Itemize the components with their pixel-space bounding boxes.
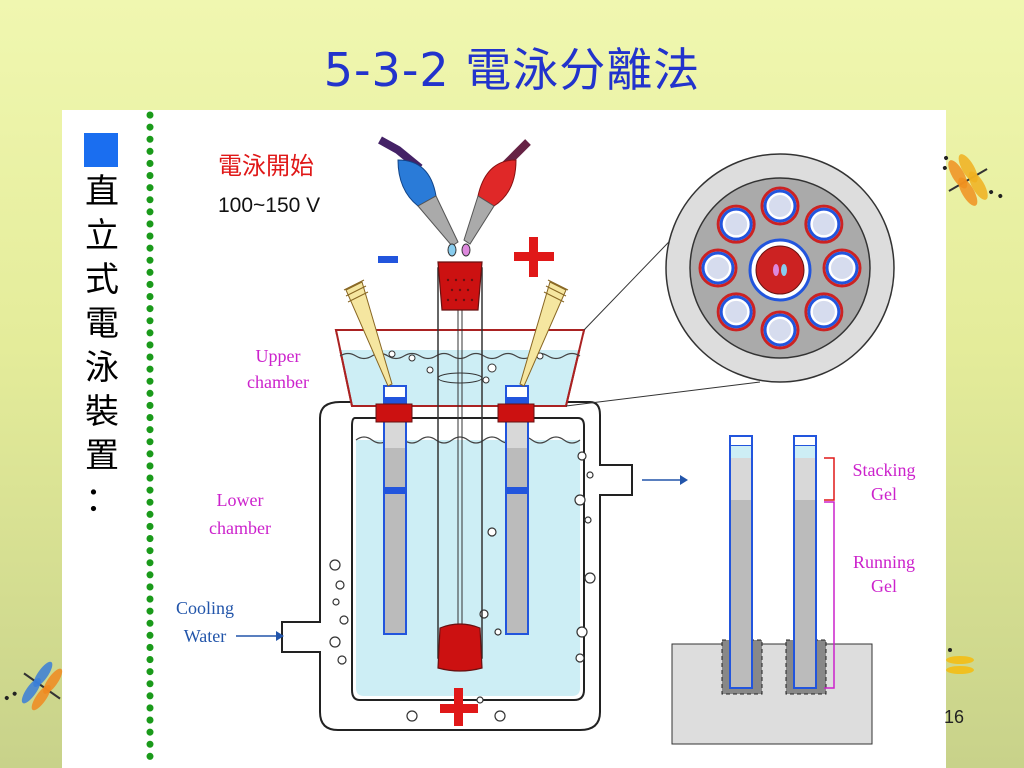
ring-tube-core: [707, 257, 729, 279]
cross-section-view: [665, 153, 895, 383]
ring-tube-inner: [701, 251, 735, 285]
heading-char: ：: [85, 480, 119, 520]
heading-char: 置: [85, 436, 119, 476]
heading-char: 裝: [85, 392, 119, 432]
ring-tube-inner: [719, 207, 753, 241]
ring-tube-inner: [763, 313, 797, 347]
gel-tube-left: [375, 385, 413, 635]
lower-chamber-label-1: Lower: [217, 490, 264, 510]
dragonfly-icon: [946, 648, 974, 674]
ring-tube-core: [725, 300, 748, 323]
heading-char: 立: [85, 216, 119, 256]
vertical-heading: 直 立 式 電 泳 裝 置 ：: [80, 170, 124, 522]
upper-chamber-label-2: chamber: [247, 372, 309, 392]
jacket-inner-wall: [351, 417, 585, 701]
ring-tube-inner: [763, 189, 797, 223]
ring-tube-core: [831, 257, 853, 279]
ring-tube-core: [812, 300, 835, 323]
pipette-right-icon: [519, 279, 569, 387]
top-electrode-cap: [437, 261, 483, 311]
gel-tube-right: [497, 385, 535, 635]
running-gel-label-1: Running: [853, 552, 915, 572]
stacking-gel-label-1: Stacking: [853, 460, 916, 480]
stacking-gel-label-2: Gel: [871, 484, 897, 504]
plus-sign-icon: [514, 237, 554, 277]
cooling-water-label-2: Water: [184, 626, 227, 646]
heading-char: 式: [85, 260, 119, 300]
ring-tube-core: [812, 213, 835, 236]
pipette-left-icon: [343, 279, 393, 387]
positive-lead-icon: [461, 139, 531, 257]
dragonfly-icon: [4, 661, 63, 711]
ring-tube-inner: [719, 295, 753, 329]
bullet-square: [84, 133, 118, 167]
ring-tube-core: [769, 195, 791, 217]
start-label: 電泳開始: [218, 152, 314, 180]
heading-char: 泳: [85, 348, 119, 388]
ring-tube-inner: [807, 295, 841, 329]
gel-detail-view: [671, 435, 873, 745]
negative-lead-icon: [378, 136, 459, 257]
plus-sign-icon: [440, 688, 478, 726]
running-gel-label-2: Gel: [871, 576, 897, 596]
ring-tube-core: [725, 213, 748, 236]
voltage-label: 100~150 V: [218, 194, 320, 217]
ring-tube-inner: [825, 251, 859, 285]
cooling-water-label-1: Cooling: [176, 598, 234, 618]
heading-char: 直: [85, 172, 119, 212]
heading-char: 電: [85, 304, 119, 344]
lower-chamber-label-2: chamber: [209, 518, 271, 538]
ring-tube-core: [769, 319, 791, 341]
bottom-electrode-cap: [437, 623, 483, 672]
dragonfly-icon: [942, 154, 1003, 206]
slide-title: 5-3-2 電泳分離法: [323, 43, 701, 97]
bubbles: [329, 451, 596, 722]
ring-tube-inner: [807, 207, 841, 241]
page-number: 16: [944, 707, 965, 727]
upper-chamber-label-1: Upper: [256, 346, 301, 366]
minus-sign-icon: [378, 256, 398, 263]
